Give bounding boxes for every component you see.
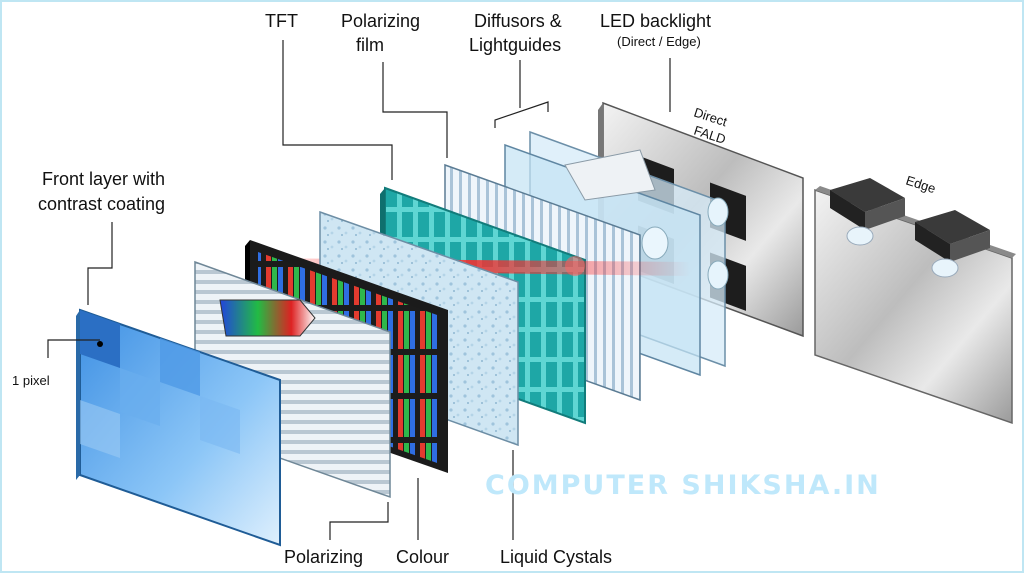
label-led-backlight-sub: (Direct / Edge) xyxy=(617,34,701,49)
label-diffusors-line1: Diffusors & xyxy=(474,11,562,31)
label-front-layer-line1: Front layer with xyxy=(42,169,165,189)
edge-led-module xyxy=(830,178,905,246)
label-polarizing-film-line1: Polarizing xyxy=(341,11,420,31)
label-polarizing-bottom: Polarizing xyxy=(284,547,363,567)
leader-lines xyxy=(47,40,671,540)
label-front-layer-line2: contrast coating xyxy=(38,194,165,214)
label-one-pixel: 1 pixel xyxy=(12,373,50,388)
label-tft: TFT xyxy=(265,11,298,31)
pixel-cell xyxy=(80,310,120,368)
edge-led-module xyxy=(915,210,990,278)
label-liquid-crystals: Liquid Cystals xyxy=(500,547,612,567)
label-colour: Colour xyxy=(396,547,449,567)
front-layer-panel xyxy=(76,308,281,547)
label-diffusors-line2: Lightguides xyxy=(469,35,561,55)
label-polarizing-film-line2: film xyxy=(356,35,384,55)
label-edge: Edge xyxy=(904,173,938,197)
watermark-text: COMPUTER SHIKSHA.IN xyxy=(485,470,881,501)
label-led-backlight: LED backlight xyxy=(600,11,711,31)
edge-backlight-panel xyxy=(814,178,1016,425)
